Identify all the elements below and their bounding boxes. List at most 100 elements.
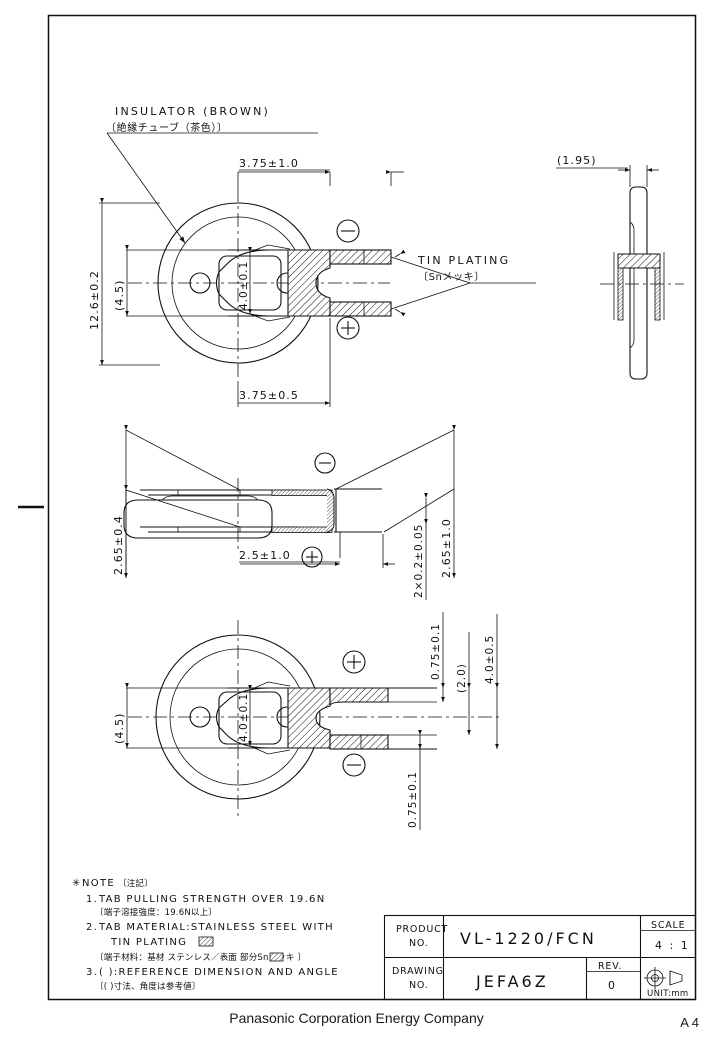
dim-text: 4.0±0.5 — [484, 635, 496, 684]
scale-label: SCALE — [651, 920, 685, 931]
drawing-no-value: JEFA6Z — [475, 972, 549, 991]
dim-lead-span: 4.0±0.5 — [484, 614, 499, 749]
paper-size-text: A 4 — [680, 1015, 699, 1030]
note-3-num: 3. — [86, 967, 98, 978]
product-no-value: VL-1220/FCN — [460, 929, 597, 948]
polarity-negative-top — [314, 452, 336, 474]
dim-tab-height-ref: (4.5) — [113, 244, 129, 316]
dim-text: 4.0±0.1 — [238, 693, 250, 742]
polarity-positive-bottom — [336, 316, 360, 340]
tab-arm-lower — [329, 301, 392, 317]
tab-bend — [326, 488, 335, 533]
insulator-label-en: INSULATOR (BROWN) — [115, 105, 270, 118]
dim-height-right: 2.65±1.0 — [335, 424, 456, 578]
dim-text: 4.0±0.1 — [238, 261, 250, 310]
rev-label: REV. — [598, 961, 622, 972]
note-2-en: TAB MATERIAL:STAINLESS STEEL WITH — [98, 922, 334, 933]
dim-tab-height-ref: (4.5) — [113, 682, 129, 748]
dim-lead-upper: 0.75±0.1 — [430, 612, 445, 702]
polarity-negative-bottom — [342, 753, 366, 777]
lead-lower — [329, 734, 389, 750]
dim-text: (2.0) — [456, 663, 468, 693]
polarity-positive-top — [342, 650, 366, 674]
note-heading-jp: 〔注記〕 — [118, 878, 153, 889]
polarity-negative-top — [336, 219, 360, 243]
view-bottom: (4.5) 4.0±0.1 0.75±0.1 (2.0) — [113, 612, 500, 830]
dim-width-bottom: 3.75±0.5 — [237, 318, 331, 407]
footer: Panasonic Corporation Energy Company — [0, 1008, 713, 1027]
dim-text: (4.5) — [113, 279, 126, 311]
note-1-num: 1. — [86, 894, 98, 905]
rev-value: 0 — [608, 979, 617, 992]
dim-text: 2.65±1.0 — [440, 518, 453, 578]
note-1-jp: 〔端子溶接強度：19.6N以上〕 — [95, 907, 217, 918]
dim-text: 0.75±0.1 — [407, 771, 419, 828]
title-block: PRODUCT NO. VL-1220/FCN DRAWING NO. JEFA… — [383, 914, 697, 1001]
dim-overall-height: 12.6±0.2 — [88, 197, 160, 366]
dim-text: 2×0.2±0.05 — [413, 524, 425, 598]
tin-plating-leader — [390, 249, 536, 317]
dim-tab-length: 2.5±1.0 — [239, 534, 395, 568]
third-angle-projection-icon — [644, 967, 683, 989]
cell-profile — [629, 186, 648, 380]
hatch-swatch-2 — [269, 952, 284, 962]
polarity-positive-bottom — [301, 546, 323, 568]
tab-outline — [215, 687, 295, 749]
section-hatch-body — [287, 687, 331, 749]
scale-value: 4 : 1 — [655, 939, 690, 952]
note-1-en: TAB PULLING STRENGTH OVER 19.6N — [98, 894, 326, 905]
footer-text: Panasonic Corporation Energy Company — [229, 1010, 484, 1026]
section-hatch-body — [287, 249, 331, 317]
drawing-no-label-line1: DRAWING — [392, 966, 444, 977]
dim-lead-gap-ref: (2.0) — [456, 632, 471, 735]
dim-lead-lower: 0.75±0.1 — [407, 729, 422, 830]
dim-text: 0.75±0.1 — [430, 623, 442, 680]
dim-tab-width: 4.0±0.1 — [238, 244, 291, 322]
product-no-label-line1: PRODUCT — [396, 924, 448, 935]
view-right-side: (1.95) — [556, 154, 684, 380]
hatch-swatch-1 — [198, 936, 214, 947]
dim-text: (1.95) — [557, 154, 597, 167]
dim-text: 2.65±0.4 — [112, 515, 125, 575]
note-heading-en: NOTE — [82, 878, 115, 889]
note-2-num: 2. — [86, 922, 98, 933]
tin-plating-label-en: TIN PLATING — [417, 254, 510, 267]
view-middle: 2.65±0.4 2.65±1.0 2.5±1.0 2×0.2±0.05 — [112, 424, 456, 600]
weld-point-left — [189, 706, 211, 728]
lead-upper — [329, 687, 389, 707]
dim-text: 2.5±1.0 — [239, 549, 291, 562]
paper-size: A 4 — [680, 1012, 699, 1031]
view-top: 12.6±0.2 (4.5) 4.0±0.1 3.75±1.0 — [88, 132, 536, 407]
arm-right — [654, 267, 661, 321]
tab-strip-lower-hatch — [271, 526, 333, 533]
drawing-no-label-line2: NO. — [409, 980, 429, 991]
note-2-jp: 〔端子材料：基材 ステンレス／表面 部分Snメッキ 〕 — [95, 952, 306, 963]
tab-outline — [215, 249, 295, 317]
note-3-en: ( ):REFERENCE DIMENSION AND ANGLE — [99, 967, 339, 978]
dim-tab-thickness: 2×0.2±0.05 — [413, 492, 428, 600]
dim-text: 3.75±0.5 — [239, 389, 299, 402]
dim-width-top: 3.75±1.0 — [237, 157, 404, 188]
dim-thickness-ref: (1.95) — [556, 154, 659, 187]
dim-height-left: 2.65±0.4 — [112, 424, 241, 578]
product-no-label-line2: NO. — [409, 938, 429, 949]
insulator-leader — [106, 132, 318, 244]
note-block: ✳ NOTE 〔注記〕 1. TAB PULLING STRENGTH OVER… — [72, 878, 339, 992]
svg-text:✳: ✳ — [72, 878, 82, 889]
tab-strip-upper-hatch — [271, 489, 333, 496]
insulator-label-jp: 〔絶縁チューブ（茶色）〕 — [106, 121, 228, 134]
note-2-en2: TIN PLATING — [110, 937, 187, 948]
dim-text: (4.5) — [113, 712, 126, 744]
tab-block — [617, 253, 661, 269]
note-asterisk: ✳ — [72, 878, 82, 889]
unit-label: UNIT:mm — [647, 989, 689, 999]
dim-text: 12.6±0.2 — [88, 270, 101, 330]
dim-text: 3.75±1.0 — [239, 157, 299, 170]
tin-plating-label-jp: 〔Snメッキ〕 — [418, 271, 485, 283]
dim-tab-width: 4.0±0.1 — [238, 681, 291, 755]
tab-arm-upper — [329, 249, 392, 265]
sheet-border — [47, 14, 697, 1001]
weld-point-left — [189, 272, 211, 294]
